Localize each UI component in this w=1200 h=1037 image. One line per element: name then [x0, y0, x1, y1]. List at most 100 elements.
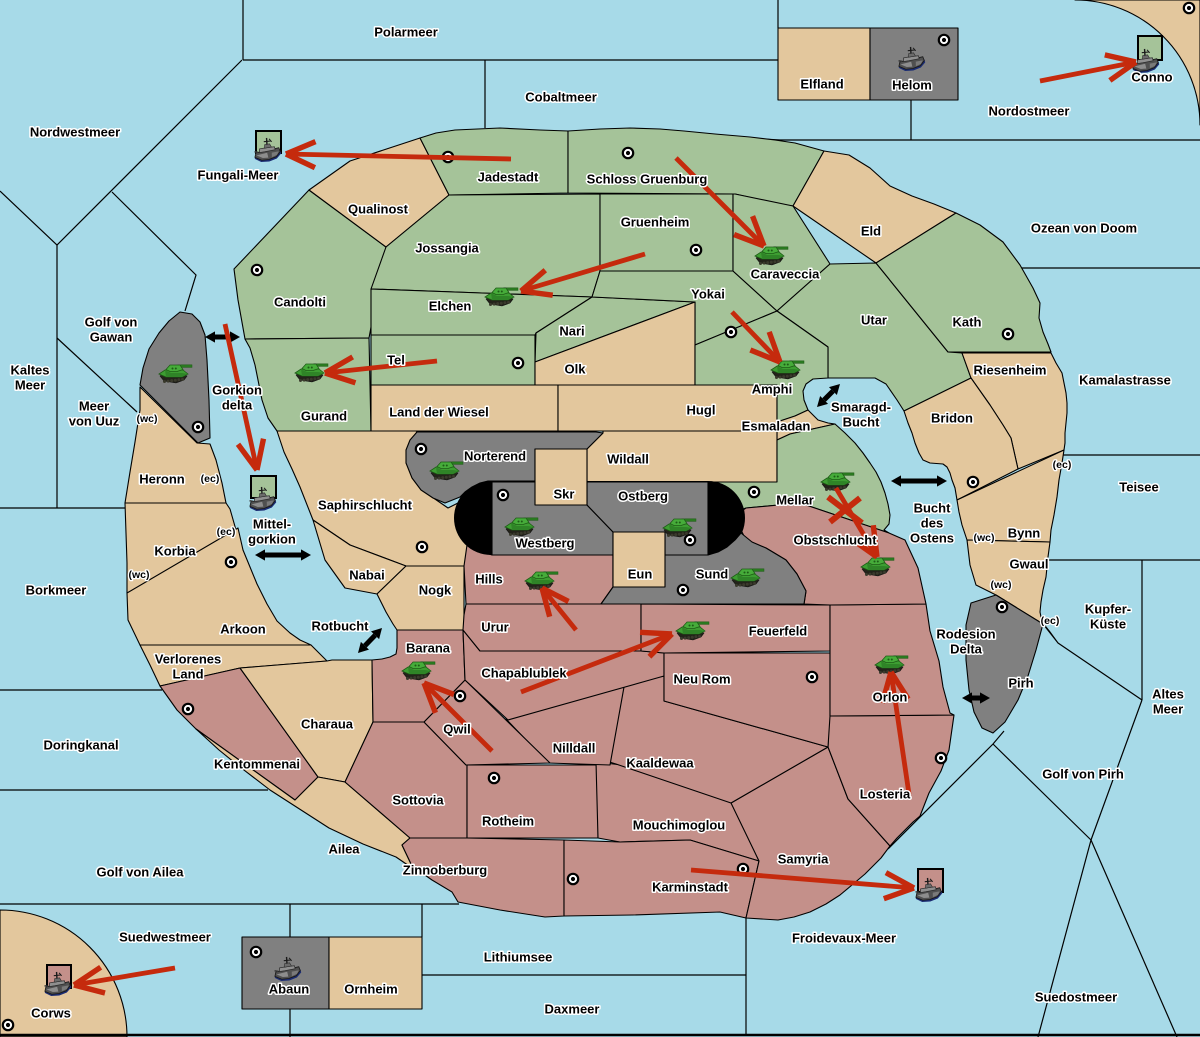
- region-label-kath: Kath: [953, 315, 982, 330]
- sea-label-meer-von-uuz: Meer: [79, 399, 109, 414]
- sea-label-kupfer-kueste: Küste: [1090, 617, 1126, 632]
- region-label-urur: Urur: [481, 620, 508, 635]
- region-label-skr: Skr: [554, 487, 575, 502]
- link-arrow-rodesion-delta: [962, 692, 990, 704]
- region-eld[interactable]: [792, 150, 957, 264]
- region-east-strip-bynn[interactable]: [956, 449, 1065, 543]
- ship-unit-mittel-gorkion[interactable]: [246, 475, 278, 514]
- attack-arrow-to-elchen: [519, 251, 646, 298]
- ship-unit-corws[interactable]: [41, 964, 73, 999]
- region-kath[interactable]: [875, 212, 1052, 353]
- region-label-obstschlucht: Obstschlucht: [793, 533, 877, 548]
- city-dot-rotheim: [487, 771, 501, 785]
- region-label-utar: Utar: [861, 313, 887, 328]
- port-label-ec-bynn: (ec): [1053, 459, 1072, 471]
- sea-label-kaltes-meer: Meer: [15, 378, 45, 393]
- region-east-strip-bridon[interactable]: [903, 377, 1019, 501]
- tank-unit-amphi[interactable]: [770, 360, 805, 380]
- region-label-arkoon: Arkoon: [220, 622, 266, 637]
- tank-unit-caraveccia[interactable]: [754, 246, 789, 266]
- port-label-wc-heronn: (wc): [137, 413, 158, 425]
- border-golfpirh-altes: [1090, 699, 1143, 841]
- tank-unit-ostberg[interactable]: [662, 518, 697, 538]
- region-label-kaaldewaa: Kaaldewaa: [626, 756, 694, 771]
- border-meervonuuz: [56, 337, 138, 413]
- region-label-helom: Helom: [892, 78, 932, 93]
- region-label-schloss-gruenburg: Schloss Gruenburg: [587, 172, 708, 187]
- sea-label-suedwestmeer: Suedwestmeer: [119, 930, 211, 945]
- region-label-sottovia: Sottovia: [392, 793, 444, 808]
- region-label-olk: Olk: [565, 362, 587, 377]
- region-label-pirh: Pirh: [1008, 676, 1033, 691]
- region-label-mouchimoglou: Mouchimoglou: [633, 818, 725, 833]
- tank-unit-hills[interactable]: [524, 571, 559, 591]
- region-label-verlorenes-land: Verlorenes: [155, 652, 222, 667]
- sea-label-fungali-meer: Fungali-Meer: [198, 168, 279, 183]
- tank-unit-orlon[interactable]: [874, 655, 909, 675]
- city-dot-helom: [937, 33, 951, 47]
- ship-unit-abaun[interactable]: [271, 954, 303, 983]
- sea-label-mittel-gorkion: Mittel-: [253, 517, 291, 532]
- region-east-strip-gwaul[interactable]: [966, 539, 1059, 644]
- region-label-abaun: Abaun: [269, 982, 310, 997]
- region-label-candolti: Candolti: [274, 295, 326, 310]
- ship-unit-helom[interactable]: [895, 44, 927, 73]
- ship-unit-fungali-meer[interactable]: [251, 130, 283, 165]
- region-corner-conno[interactable]: [1074, 0, 1200, 126]
- attack-arrow-to-feuerfeld: [520, 629, 674, 695]
- region-label-jadestadt: Jadestadt: [478, 170, 539, 185]
- tank-unit-feuerfeld[interactable]: [675, 621, 710, 641]
- region-skr[interactable]: [534, 448, 588, 506]
- region-zinnoberburg[interactable]: [401, 837, 565, 918]
- region-label-corws: Corws: [31, 1006, 71, 1021]
- tank-unit-westberg[interactable]: [504, 517, 539, 537]
- sea-label-daxmeer: Daxmeer: [545, 1002, 600, 1017]
- region-label-feuerfeld: Feuerfeld: [749, 624, 808, 639]
- region-eun[interactable]: [612, 531, 666, 588]
- region-label-elchen: Elchen: [429, 299, 472, 314]
- region-label-hugl: Hugl: [687, 403, 716, 418]
- sea-label-golf-von-ailea: Golf von Ailea: [97, 865, 185, 880]
- region-ailea[interactable]: [195, 728, 416, 871]
- region-losteria[interactable]: [827, 714, 955, 847]
- region-feuerfeld[interactable]: [640, 603, 831, 654]
- city-dot-candolti: [250, 263, 264, 277]
- region-amphi[interactable]: [694, 310, 829, 423]
- region-gurand[interactable]: [244, 337, 372, 432]
- border-altes-suedost: [1090, 839, 1178, 1037]
- city-dot-losteria: [934, 751, 948, 765]
- region-ornheim[interactable]: [328, 936, 423, 1010]
- tank-unit-barana[interactable]: [401, 661, 436, 681]
- region-label-ailea: Ailea: [328, 842, 360, 857]
- attack-arrow-to-amphi: [730, 310, 783, 365]
- region-label-westberg: Westberg: [516, 536, 575, 551]
- region-label-korbia: Korbia: [154, 544, 196, 559]
- region-label-chapablublek: Chapablublek: [481, 666, 567, 681]
- tank-unit-gawar[interactable]: [158, 364, 193, 384]
- region-label-bridon: Bridon: [931, 411, 973, 426]
- city-dot-nabai: [415, 540, 429, 554]
- city-dot-norterend: [414, 442, 428, 456]
- tank-unit-norterend[interactable]: [429, 461, 464, 481]
- region-label-saphirschlucht: Saphirschlucht: [318, 498, 413, 513]
- region-label-nabai: Nabai: [349, 568, 384, 583]
- region-label-karminstadt: Karminstadt: [652, 880, 729, 895]
- ship-unit-froidevaux[interactable]: [912, 868, 944, 905]
- ship-unit-conno[interactable]: [1129, 35, 1163, 76]
- port-label-ec-heronn: (ec): [201, 473, 220, 485]
- region-label-nogk: Nogk: [419, 583, 452, 598]
- sea-label-smaragd-bucht: Bucht: [843, 415, 881, 430]
- sea-label-altes-meer: Altes: [1152, 687, 1184, 702]
- sea-label-kupfer-kueste: Kupfer-: [1085, 602, 1131, 617]
- region-label-qualinost: Qualinost: [348, 202, 409, 217]
- sea-label-smaragd-bucht: Smaragd-: [831, 400, 891, 415]
- tank-unit-sund[interactable]: [730, 568, 765, 588]
- tank-unit-elchen[interactable]: [484, 287, 519, 307]
- city-dot-kath: [1001, 327, 1015, 341]
- tank-unit-gurand[interactable]: [294, 363, 329, 383]
- tank-unit-obstschlucht[interactable]: [860, 557, 895, 577]
- attack-arrow-to-corws-ship: [72, 965, 176, 996]
- city-dot-mellar: [747, 485, 761, 499]
- city-dot-bynn: [966, 475, 980, 489]
- link-arrow-rotbucht: [358, 628, 382, 653]
